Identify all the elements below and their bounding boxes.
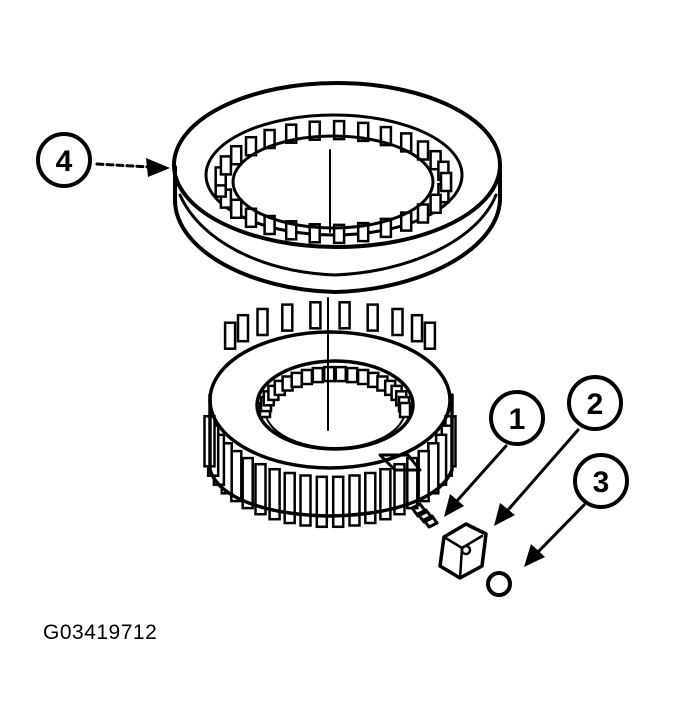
- synchronizer-hub: [203, 297, 457, 529]
- hub-bore-splines: [258, 365, 412, 419]
- sleeve-spline: [379, 125, 393, 147]
- hub-tooth: [379, 467, 392, 521]
- sleeve-spline: [332, 223, 346, 245]
- figure-id-label: G03419712: [43, 621, 158, 644]
- callout-4-number: 4: [56, 145, 73, 178]
- callout-2: 2: [494, 375, 623, 526]
- callout-2-number: 2: [587, 388, 604, 421]
- callout-4: 4: [36, 132, 170, 188]
- hub-tooth: [299, 474, 312, 527]
- bore-spline: [334, 365, 348, 383]
- sleeve-spline: [416, 203, 430, 224]
- sleeve-spline: [284, 220, 298, 241]
- bore-spline: [322, 365, 336, 383]
- sleeve-spline: [229, 144, 243, 166]
- bore-spline: [290, 371, 303, 389]
- insert-part: [438, 522, 488, 580]
- hub-tooth: [256, 307, 269, 337]
- callout-1-number: 1: [509, 403, 526, 436]
- sleeve-ring: [172, 81, 502, 294]
- hub-tooth: [315, 475, 329, 529]
- hub-tooth: [366, 303, 379, 332]
- callout-1-arrowhead: [444, 494, 464, 517]
- hub-tooth: [283, 471, 296, 525]
- sleeve-spline: [219, 155, 233, 176]
- callout-3-arrowhead: [524, 544, 545, 567]
- sleeve-spline: [429, 149, 442, 171]
- hub-tooth: [331, 475, 345, 529]
- sleeve-spline: [416, 140, 430, 161]
- sleeve-spline: [308, 223, 321, 244]
- ball-part: [486, 571, 512, 597]
- hub-tooth: [391, 307, 404, 337]
- hub-tooth: [268, 467, 281, 521]
- sleeve-internal-splines: [214, 119, 453, 245]
- hub-tooth: [236, 313, 250, 343]
- hub-tooth: [309, 301, 322, 330]
- hub-tooth: [254, 462, 267, 516]
- callout-3: 3: [524, 453, 629, 567]
- callout-3-number: 3: [593, 466, 610, 499]
- sleeve-spline: [332, 119, 346, 141]
- callout-4-arrowhead: [146, 158, 170, 177]
- bore-spline: [311, 366, 325, 384]
- bore-spline: [356, 368, 370, 386]
- hub-tooth: [364, 471, 377, 525]
- sleeve-spline: [284, 123, 298, 144]
- bore-spline: [398, 401, 412, 419]
- hub-tooth: [417, 449, 430, 503]
- hub-tooth: [348, 474, 361, 527]
- sleeve-spline: [308, 120, 321, 141]
- hub-tooth: [241, 456, 254, 510]
- callout-2-arrowhead: [494, 503, 515, 526]
- hub-tooth: [393, 462, 406, 516]
- hub-tooth: [281, 303, 294, 332]
- hub-tooth: [423, 321, 437, 350]
- sleeve-spline: [356, 221, 370, 243]
- spring-part: [410, 502, 439, 529]
- sleeve-spline: [356, 121, 370, 143]
- callout-1: 1: [444, 390, 545, 517]
- hub-tooth: [410, 313, 424, 343]
- sleeve-spline: [439, 171, 453, 193]
- hub-external-teeth: [203, 301, 457, 529]
- sleeve-spline: [429, 193, 442, 215]
- hub-tooth: [223, 321, 237, 350]
- bore-spline: [345, 366, 359, 384]
- hub-tooth: [338, 301, 351, 330]
- bore-spline: [300, 368, 314, 386]
- sleeve-spline: [229, 198, 243, 220]
- sleeve-spline: [379, 217, 393, 239]
